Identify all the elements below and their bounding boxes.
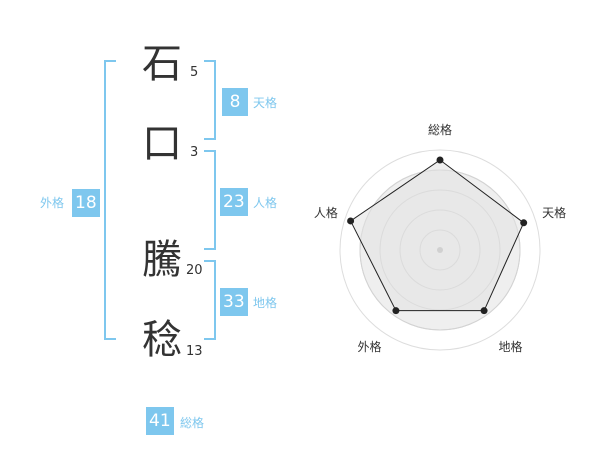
radar-axis-label: 総格 — [428, 122, 452, 137]
stroke-count-1: 5 — [190, 65, 199, 80]
stroke-count-2: 3 — [190, 145, 199, 160]
chikaku-badge: 33 — [220, 288, 248, 316]
chikaku-bracket — [204, 260, 216, 340]
soukaku-badge: 41 — [146, 407, 174, 435]
name-char-3: 騰 — [142, 237, 182, 283]
radar-axis-label: 人格 — [314, 205, 338, 220]
gaikaku-badge: 18 — [72, 189, 100, 217]
chikaku-label: 地格 — [253, 296, 278, 310]
tenkaku-bracket — [204, 60, 216, 140]
radar-point — [436, 156, 444, 164]
stroke-count-3: 20 — [186, 263, 203, 278]
radar-outer-ring — [339, 149, 541, 351]
radar-axis-label: 外格 — [357, 339, 381, 354]
radar-axis-label: 地格 — [499, 339, 523, 354]
radar-point — [480, 307, 488, 315]
radar-point — [347, 217, 355, 225]
tenkaku-label: 天格 — [253, 96, 278, 110]
gaikaku-label: 外格 — [40, 196, 65, 210]
jinkaku-badge: 23 — [220, 188, 248, 216]
radar-point — [520, 219, 528, 227]
soukaku-label: 総格 — [180, 416, 205, 430]
stroke-count-4: 13 — [186, 344, 203, 359]
name-char-4: 稔 — [142, 317, 182, 363]
name-char-2: 口 — [142, 121, 182, 167]
radar-data-polygon — [349, 159, 525, 312]
jinkaku-label: 人格 — [253, 196, 278, 210]
tenkaku-badge: 8 — [222, 88, 248, 116]
jinkaku-bracket — [204, 150, 216, 250]
radar-axis-label: 天格 — [542, 205, 566, 220]
gaikaku-bracket — [104, 60, 116, 340]
name-char-1: 石 — [142, 41, 182, 87]
radar-point — [392, 307, 400, 315]
